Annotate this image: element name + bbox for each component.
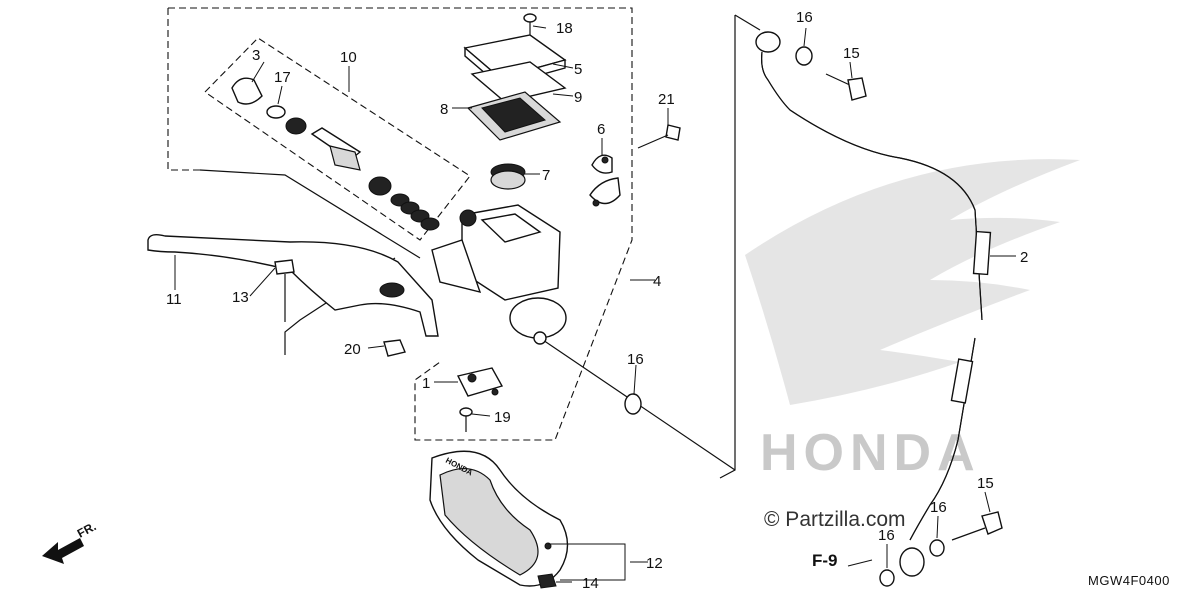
callout-10: 10 — [340, 49, 357, 66]
spring — [390, 193, 440, 231]
copyright-text: © Partzilla.com — [764, 508, 906, 531]
figure-reference: F-9 — [812, 551, 838, 570]
part-3-boot — [231, 77, 263, 105]
callout-14: 14 — [582, 575, 599, 592]
part-2-brake-hose — [755, 31, 992, 577]
callout-5: 5 — [574, 61, 582, 78]
callout-15-lower: 15 — [977, 475, 994, 492]
part-8-diaphragm — [466, 91, 562, 141]
part-1-switch — [456, 367, 504, 397]
honda-watermark-text: HONDA — [760, 424, 981, 482]
part-11-lever — [147, 233, 439, 337]
hose-top-line — [734, 14, 761, 31]
callout-16-hose-lower-b: 16 — [878, 527, 895, 544]
part-16-washer-upper — [795, 46, 813, 66]
callout-20: 20 — [344, 341, 361, 358]
part-17-circlip — [266, 105, 286, 119]
part-13-bolt — [274, 259, 295, 322]
part-7-boot — [490, 163, 526, 190]
callout-7: 7 — [542, 167, 550, 184]
honda-wing-watermark: HONDA — [745, 159, 1080, 482]
part-19-screw — [459, 407, 473, 432]
part-16-washer-body — [624, 393, 642, 415]
callouts: 18 5 9 8 7 6 21 3 17 10 4 11 13 20 1 19 … — [166, 9, 1028, 592]
callout-15-upper: 15 — [843, 45, 860, 62]
diagram-code: MGW4F0400 — [1088, 573, 1170, 588]
callout-4: 4 — [653, 273, 661, 290]
callout-1: 1 — [422, 375, 430, 392]
callout-21: 21 — [658, 91, 675, 108]
part-20-nut — [383, 339, 406, 357]
callout-2: 2 — [1020, 249, 1028, 266]
master-cylinder-body — [431, 204, 567, 345]
part-21-bolt — [637, 124, 681, 149]
callout-3: 3 — [252, 47, 260, 64]
callout-19: 19 — [494, 409, 511, 426]
part-6-holder — [589, 154, 621, 207]
front-direction-arrow: FR. — [42, 520, 99, 564]
leader-lines — [174, 25, 1016, 583]
callout-16-body: 16 — [627, 351, 644, 368]
callout-9: 9 — [574, 89, 582, 106]
part-15-bolt-lower — [951, 511, 1003, 541]
piston-assembly — [285, 117, 440, 231]
assembly-outline — [168, 7, 633, 441]
part-16-washer-lower-a — [929, 539, 945, 557]
callout-13: 13 — [232, 289, 249, 306]
callout-16-hose-upper: 16 — [796, 9, 813, 26]
part-14-nut — [537, 573, 557, 589]
callout-8: 8 — [440, 101, 448, 118]
part-16-washer-lower-b — [879, 569, 895, 587]
callout-12: 12 — [646, 555, 663, 572]
callout-16-hose-lower-a: 16 — [930, 499, 947, 516]
part-18-screw — [523, 13, 537, 38]
part-9-plate — [470, 61, 567, 103]
front-direction-label: FR. — [75, 520, 99, 541]
callout-17: 17 — [274, 69, 291, 86]
part-12-handguard: HONDA — [429, 450, 569, 587]
callout-6: 6 — [597, 121, 605, 138]
part-15-bolt-upper — [825, 73, 867, 101]
piston-kit-outline — [204, 37, 471, 241]
lever-frame-lines — [199, 169, 421, 259]
callout-18: 18 — [556, 20, 573, 37]
assembly-outline-left — [167, 8, 200, 171]
hose-outline — [719, 15, 736, 479]
callout-11: 11 — [166, 291, 182, 308]
